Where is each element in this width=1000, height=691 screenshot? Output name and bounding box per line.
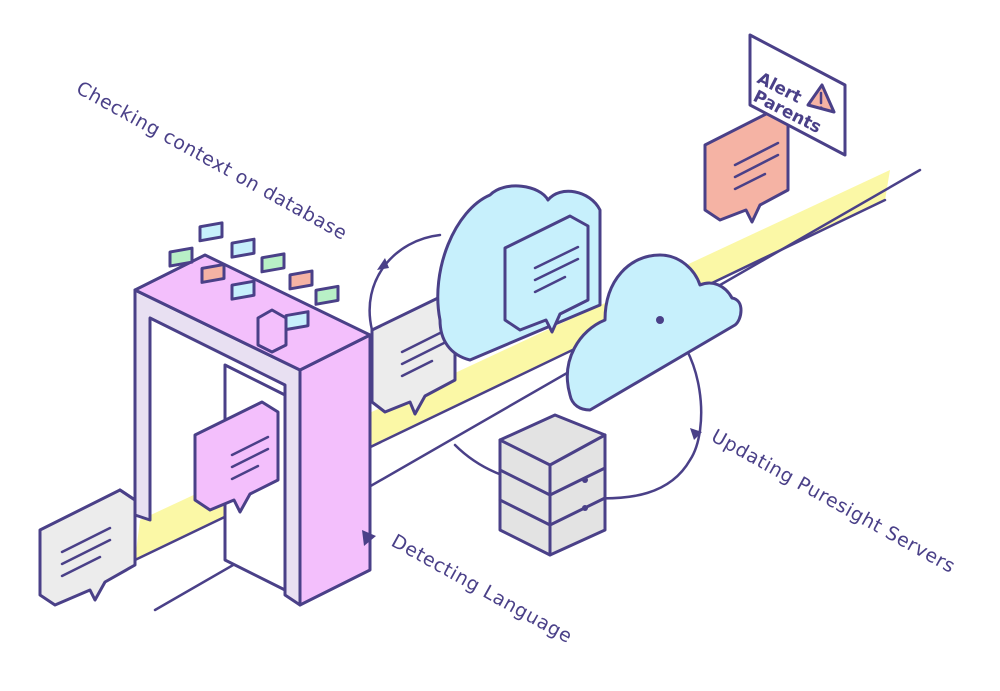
checking-context-pointer [377,258,389,270]
context-chat-bubble [503,214,590,334]
incoming-chat-bubble [38,488,137,607]
updating-servers-pointer [690,428,702,440]
update-cloud [565,253,743,412]
scanned-chat-bubble [193,400,280,514]
label-checking-context: Checking context on database [73,77,351,245]
label-updating-servers: Updating Puresight Servers [708,425,960,578]
alert-chat-bubble [703,110,790,224]
server-stack [498,413,607,557]
language-scanner-arch [133,221,372,607]
detecting-language-pointer [362,530,376,546]
